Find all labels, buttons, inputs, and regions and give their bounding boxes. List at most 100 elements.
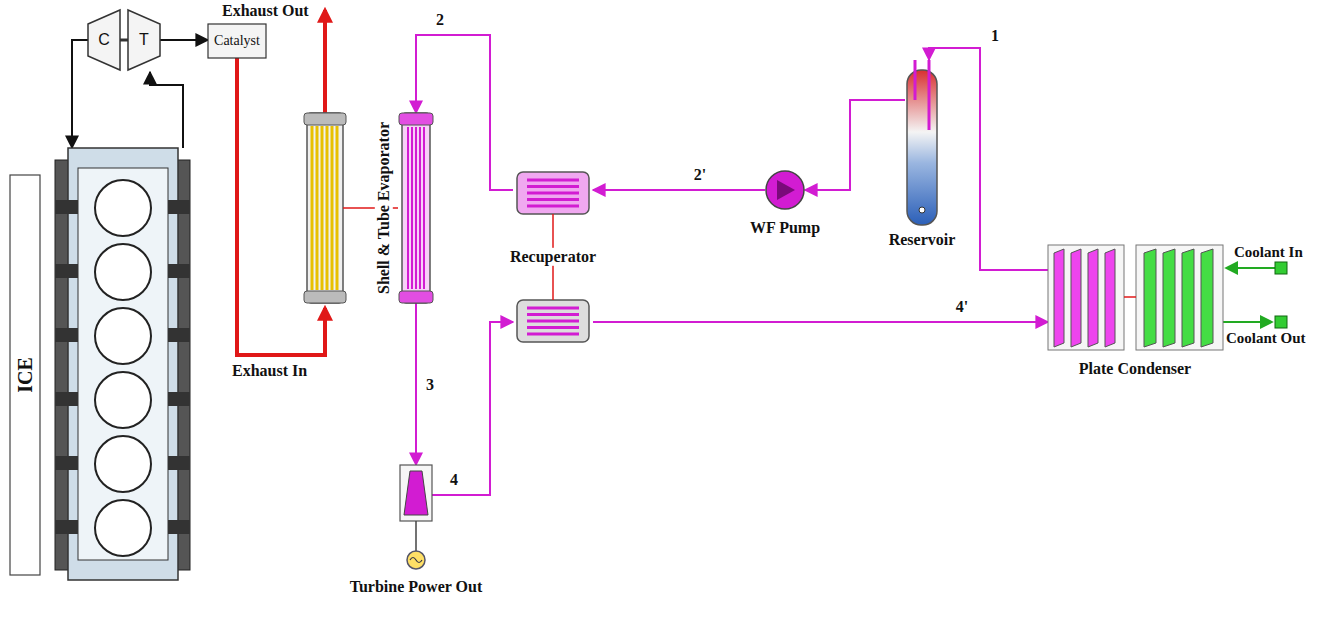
- engine-head: [78, 168, 168, 560]
- generator-wave: [410, 558, 422, 563]
- expander-symbol: [404, 471, 428, 515]
- flow-connector: [432, 322, 513, 495]
- flow-connector: [150, 72, 183, 148]
- condenser-frame: [1136, 245, 1223, 350]
- flow-connector: [593, 321, 1048, 323]
- recuperator-tube: [527, 179, 579, 182]
- exchanger-tube: [311, 126, 314, 290]
- recuperator-cold-side: [517, 300, 589, 342]
- recuperator-tube: [527, 198, 579, 201]
- coolant-plate: [1144, 249, 1156, 347]
- exchanger-tube: [321, 126, 324, 290]
- compressor-symbol: [88, 10, 120, 70]
- component-label: ICE: [14, 357, 37, 393]
- turbine-symbol: [128, 10, 160, 70]
- recuperator-tube: [527, 313, 579, 316]
- recuperator: Recuperator: [513, 168, 593, 346]
- cylinder: [95, 180, 151, 236]
- component-label: Shell & Tube Evaporator: [375, 120, 393, 296]
- condenser-plate: [1054, 249, 1064, 347]
- condenser-plate: [1088, 249, 1098, 347]
- reservoir: Reservoir: [905, 60, 939, 225]
- state-point-number: 2': [692, 166, 708, 184]
- component-label: WF Pump: [750, 219, 820, 237]
- exhaust-pipe: [323, 10, 327, 113]
- manifold-runner: [55, 264, 78, 278]
- pump-impeller: [777, 180, 795, 200]
- exchanger-tubes: [312, 126, 337, 290]
- state-point-number: 2: [434, 11, 446, 29]
- coolant-terminal: [1275, 262, 1287, 274]
- exhaust-pipe: [237, 58, 325, 355]
- evaporator-cap: [399, 113, 433, 125]
- evaporator-tube: [415, 127, 417, 289]
- evaporator-tube: [411, 127, 413, 289]
- exchanger-tube: [326, 126, 329, 290]
- state-point-number: 4: [448, 471, 460, 489]
- manifold-runner: [168, 392, 190, 406]
- recuperator-tube: [527, 307, 579, 310]
- cylinder: [95, 500, 151, 556]
- component-label: Catalyst: [214, 33, 260, 49]
- recuperator-tube: [527, 333, 579, 336]
- flow-connector: [805, 100, 905, 190]
- exchanger-cap: [304, 291, 346, 303]
- recuperator-hot-side: [517, 172, 589, 214]
- coolant-plate: [1182, 249, 1194, 347]
- evaporator-cap: [399, 291, 433, 303]
- catalyst-box: [208, 24, 266, 58]
- label-box: [10, 175, 40, 575]
- evaporator-shell: [402, 113, 430, 303]
- manifold-runner: [168, 328, 190, 342]
- component-label: C: [98, 31, 110, 49]
- component-label: Turbine Power Out: [350, 578, 482, 596]
- cylinder: [95, 244, 151, 300]
- orc-turbine-drawing: [400, 465, 432, 521]
- coolant-terminal: [1275, 316, 1287, 328]
- pump-body: [766, 171, 804, 209]
- manifold-runner: [55, 200, 78, 214]
- exhaust-heat-exchanger: [307, 113, 343, 303]
- flow-connector: [72, 40, 88, 148]
- manifold-runner: [168, 520, 190, 534]
- manifold-runner: [55, 520, 78, 534]
- evaporator-tube: [423, 127, 425, 289]
- turbo-shaft: [120, 39, 128, 42]
- coolant-plate: [1163, 249, 1175, 347]
- stream-label: Exhaust In: [232, 362, 307, 380]
- compressor: C: [88, 8, 120, 72]
- exchanger-tube: [331, 126, 334, 290]
- evaporator-tube: [419, 127, 421, 289]
- reservoir-port: [919, 207, 925, 213]
- exchanger-cap: [304, 113, 346, 125]
- component-label: Recuperator: [508, 248, 598, 266]
- reservoir-tank: [907, 70, 937, 225]
- component-label: Plate Condenser: [1079, 360, 1191, 378]
- state-point-number: 1: [989, 27, 1001, 45]
- coolant-plate: [1201, 249, 1213, 347]
- wf-pump: WF Pump: [765, 170, 805, 210]
- stream-label: Coolant In: [1234, 244, 1303, 261]
- recuperator-tube: [527, 326, 579, 329]
- recuperator-tube: [527, 320, 579, 323]
- stream-label: Exhaust Out: [222, 2, 309, 20]
- recuperator-tube: [527, 185, 579, 188]
- condenser-plate: [1105, 249, 1115, 347]
- evaporator: Shell & Tube Evaporator: [398, 113, 434, 303]
- turbocharger-turbine: T: [128, 8, 160, 72]
- manifold-runner: [168, 456, 190, 470]
- evaporator-tube: [407, 127, 409, 289]
- recuperator-tube: [527, 192, 579, 195]
- cylinder: [95, 436, 151, 492]
- state-point-number: 4': [954, 298, 970, 316]
- component-label: Reservoir: [889, 231, 956, 249]
- engine-block-drawing: [8, 148, 192, 580]
- state-point-number: 3: [424, 376, 436, 394]
- flow-connector: [415, 303, 417, 465]
- power-shaft: [415, 521, 417, 551]
- exchanger-tube: [316, 126, 319, 290]
- catalyst-box: Catalyst: [208, 24, 266, 58]
- manifold-runner: [168, 264, 190, 278]
- flow-connector: [160, 39, 208, 41]
